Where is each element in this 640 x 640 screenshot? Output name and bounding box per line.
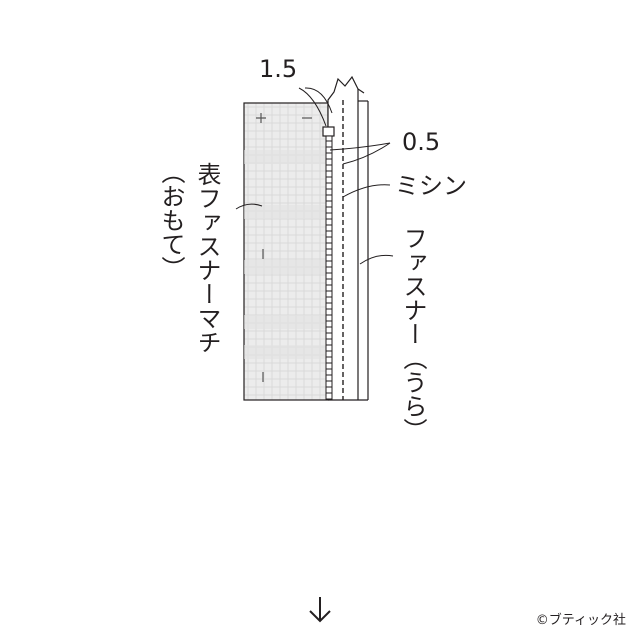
zipper-tape [327,75,369,401]
label-machine-stitch: ミシン [395,172,467,200]
leader-lines [235,87,394,265]
gusset-fabric [243,102,329,401]
zipper-teeth [322,126,335,401]
dimension-seam-allowance: 1.5 [259,55,298,83]
label-zipper-back: ファスナー（うら） [399,226,427,442]
next-step-arrow [309,597,331,623]
label-gusset-front-note: （おもて） [157,160,185,280]
dimension-stitch-offset: 0.5 [402,128,441,156]
label-gusset-front: 表ファスナーマチ [193,162,221,354]
copyright-notice: ©ブティック社 [535,613,626,628]
